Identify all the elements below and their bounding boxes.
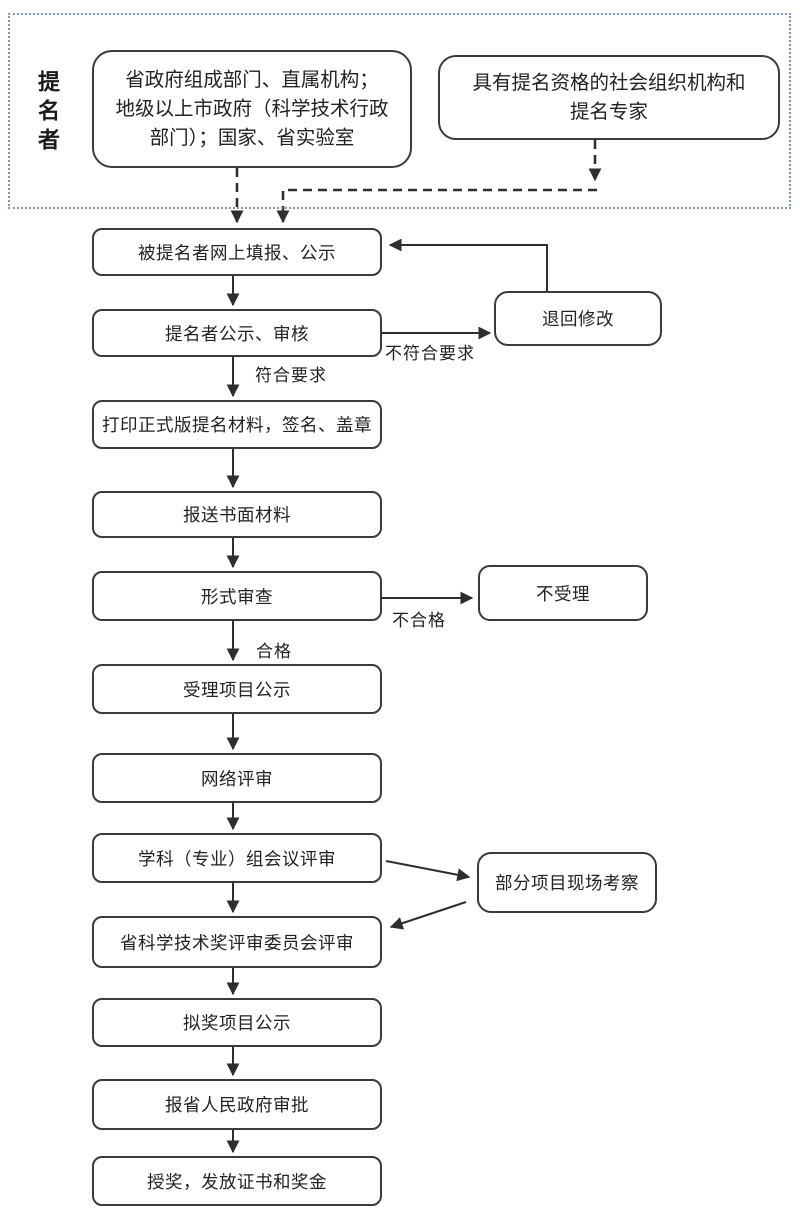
step-formal-check: 形式审查 [92, 571, 382, 621]
source-box-government: 省政府组成部门、直属机构； 地级以上市政府（科学技术行政 部门）；国家、省实验室 [92, 50, 412, 168]
step-online-filing: 被提名者网上填报、公示 [92, 228, 382, 276]
box-return-revise: 退回修改 [494, 291, 662, 346]
nominator-vertical-label: 提名者 [35, 70, 60, 157]
arrow-return-to-filing [388, 238, 548, 291]
source-box-social: 具有提名资格的社会组织机构和 提名专家 [438, 55, 780, 140]
nominator-frame [8, 13, 791, 209]
arrow-inspection-to-committee [389, 901, 467, 930]
step-accepted-publicity: 受理项目公示 [92, 664, 382, 714]
source-social-line: 具有提名资格的社会组织机构和 [472, 72, 746, 94]
edge-label-qualified: 合格 [256, 642, 292, 661]
step-print-materials: 打印正式版提名材料，签名、盖章 [92, 400, 382, 449]
step-government-approval: 报省人民政府审批 [92, 1079, 382, 1130]
box-not-accepted: 不受理 [478, 565, 648, 621]
step-award-committee-review: 省科学技术奖评审委员会评审 [92, 916, 382, 968]
step-award-issuance: 授奖，发放证书和奖金 [92, 1156, 382, 1206]
source-gov-line: 部门）；国家、省实验室 [149, 127, 355, 149]
edge-label-meet-requirements: 符合要求 [255, 366, 327, 385]
step-nominator-review: 提名者公示、审核 [92, 309, 382, 357]
arrow-group-to-inspection [385, 860, 471, 882]
step-discipline-group-review: 学科（专业）组会议评审 [92, 833, 382, 883]
box-site-inspection: 部分项目现场考察 [477, 852, 657, 913]
source-gov-line: 省政府组成部门、直属机构； [125, 69, 379, 91]
edge-label-not-meet-requirements: 不符合要求 [385, 344, 475, 363]
step-online-review: 网络评审 [92, 753, 382, 803]
step-proposed-award-publicity: 拟奖项目公示 [92, 998, 382, 1047]
edge-label-unqualified: 不合格 [392, 611, 446, 630]
step-submit-paper: 报送书面材料 [92, 491, 382, 538]
source-gov-line: 地级以上市政府（科学技术行政 [115, 98, 389, 120]
source-social-line: 提名专家 [569, 101, 648, 123]
